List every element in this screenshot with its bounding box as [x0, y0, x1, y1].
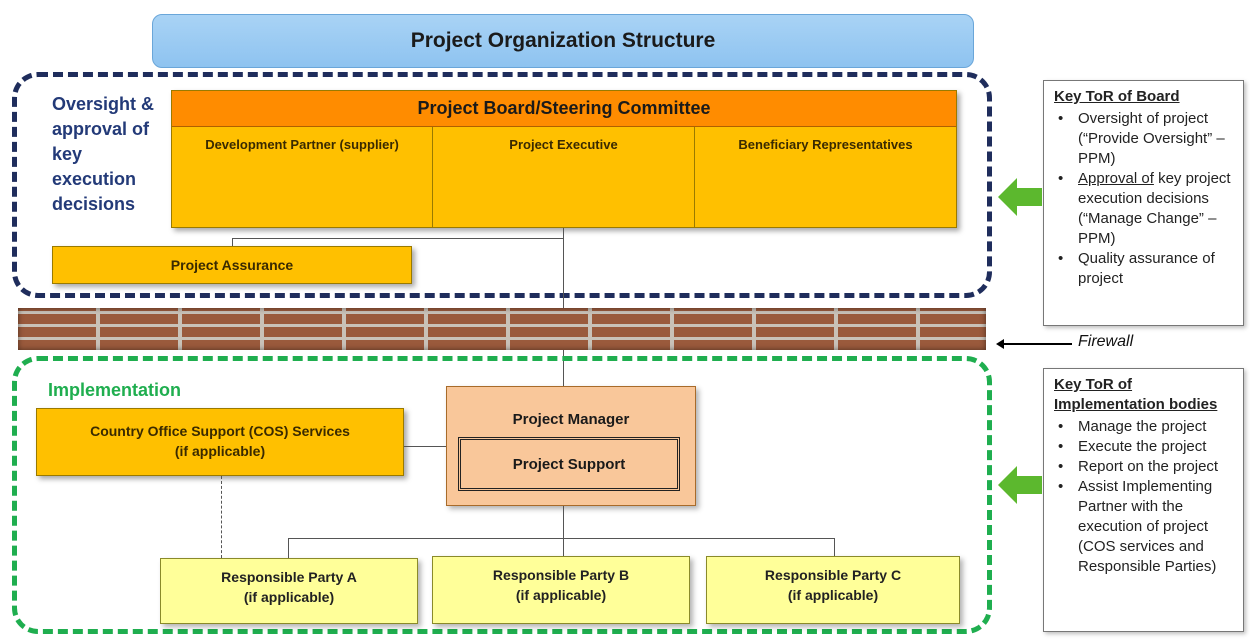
list-item: Manage the project [1054, 417, 1235, 437]
connector-board-to-manager [563, 228, 564, 386]
list-item: Oversight of project (“Provide Oversight… [1054, 109, 1235, 169]
connector-party-b [563, 538, 564, 556]
tor-implementation-panel: Key ToR of Implementation bodies Manage … [1043, 368, 1244, 632]
list-item: Assist Implementing Partner with the exe… [1054, 477, 1235, 577]
firewall-wall [18, 308, 986, 350]
oversight-label: Oversight & approval of key execution de… [52, 94, 155, 214]
oversight-region [12, 72, 992, 298]
dashed-connector-cos-to-party-a [221, 476, 222, 558]
connector-parties-bar [288, 538, 834, 539]
list-item: Quality assurance of project [1054, 249, 1235, 289]
party-a-name: Responsible Party A [221, 569, 357, 585]
connector-party-a [288, 538, 289, 558]
responsible-party-a: Responsible Party A (if applicable) [160, 558, 418, 624]
connector-assurance [232, 238, 563, 239]
connector-assurance-drop [232, 238, 233, 246]
project-assurance: Project Assurance [52, 246, 412, 284]
tor-board-heading: Key ToR of Board [1054, 88, 1180, 105]
cos-services-note: (if applicable) [174, 443, 266, 459]
arrow-left-icon [998, 466, 1042, 504]
arrow-left-icon [998, 178, 1042, 216]
firewall-arrow [1000, 343, 1072, 345]
firewall-label: Firewall [1078, 333, 1134, 350]
project-board: Project Board/Steering Committee Develop… [171, 90, 957, 228]
board-column-project-executive: Project Executive [433, 127, 695, 227]
tor-impl-list: Manage the project Execute the project R… [1054, 417, 1235, 577]
firewall-arrow-head-icon [996, 339, 1004, 349]
board-title: Project Board/Steering Committee [172, 91, 956, 127]
connector-party-c [834, 538, 835, 556]
connector-manager-down [563, 506, 564, 538]
list-item-text: key project execution decisions (“Manage… [1078, 170, 1231, 247]
cos-services-box: Country Office Support (COS) Services (i… [36, 408, 404, 476]
tor-board-list: Oversight of project (“Provide Oversight… [1054, 109, 1235, 289]
party-c-name: Responsible Party C [764, 567, 902, 583]
board-column-development-partner: Development Partner (supplier) [172, 127, 433, 227]
page-title: Project Organization Structure [152, 14, 974, 68]
party-a-note: (if applicable) [243, 589, 335, 605]
project-manager-title: Project Manager [512, 411, 630, 428]
list-item: Approval of key project execution decisi… [1054, 169, 1235, 249]
implementation-region [12, 356, 992, 634]
tor-impl-heading: Key ToR of Implementation bodies [1054, 376, 1218, 413]
party-b-note: (if applicable) [515, 587, 607, 603]
tor-board-panel: Key ToR of Board Oversight of project (“… [1043, 80, 1244, 326]
board-column-beneficiary-representatives: Beneficiary Representatives [738, 137, 913, 152]
party-c-note: (if applicable) [787, 587, 879, 603]
list-item: Execute the project [1054, 437, 1235, 457]
project-support-box: Project Support [458, 437, 680, 491]
party-b-name: Responsible Party B [492, 567, 630, 583]
connector-cos-to-manager [404, 446, 446, 447]
responsible-party-c: Responsible Party C (if applicable) [706, 556, 960, 624]
underlined-text: Approval of [1078, 170, 1154, 187]
implementation-label: Implementation [48, 380, 182, 400]
responsible-party-b: Responsible Party B (if applicable) [432, 556, 690, 624]
cos-services-title: Country Office Support (COS) Services [90, 423, 350, 439]
list-item: Report on the project [1054, 457, 1235, 477]
